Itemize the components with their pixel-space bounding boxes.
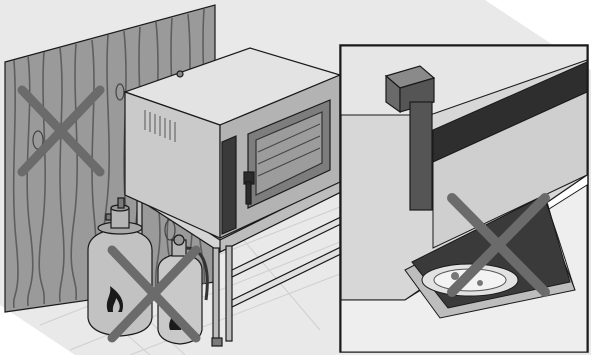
- oven-top-knob: [177, 71, 183, 77]
- oven-control-panel: [222, 136, 236, 234]
- detail-inset: [340, 45, 588, 352]
